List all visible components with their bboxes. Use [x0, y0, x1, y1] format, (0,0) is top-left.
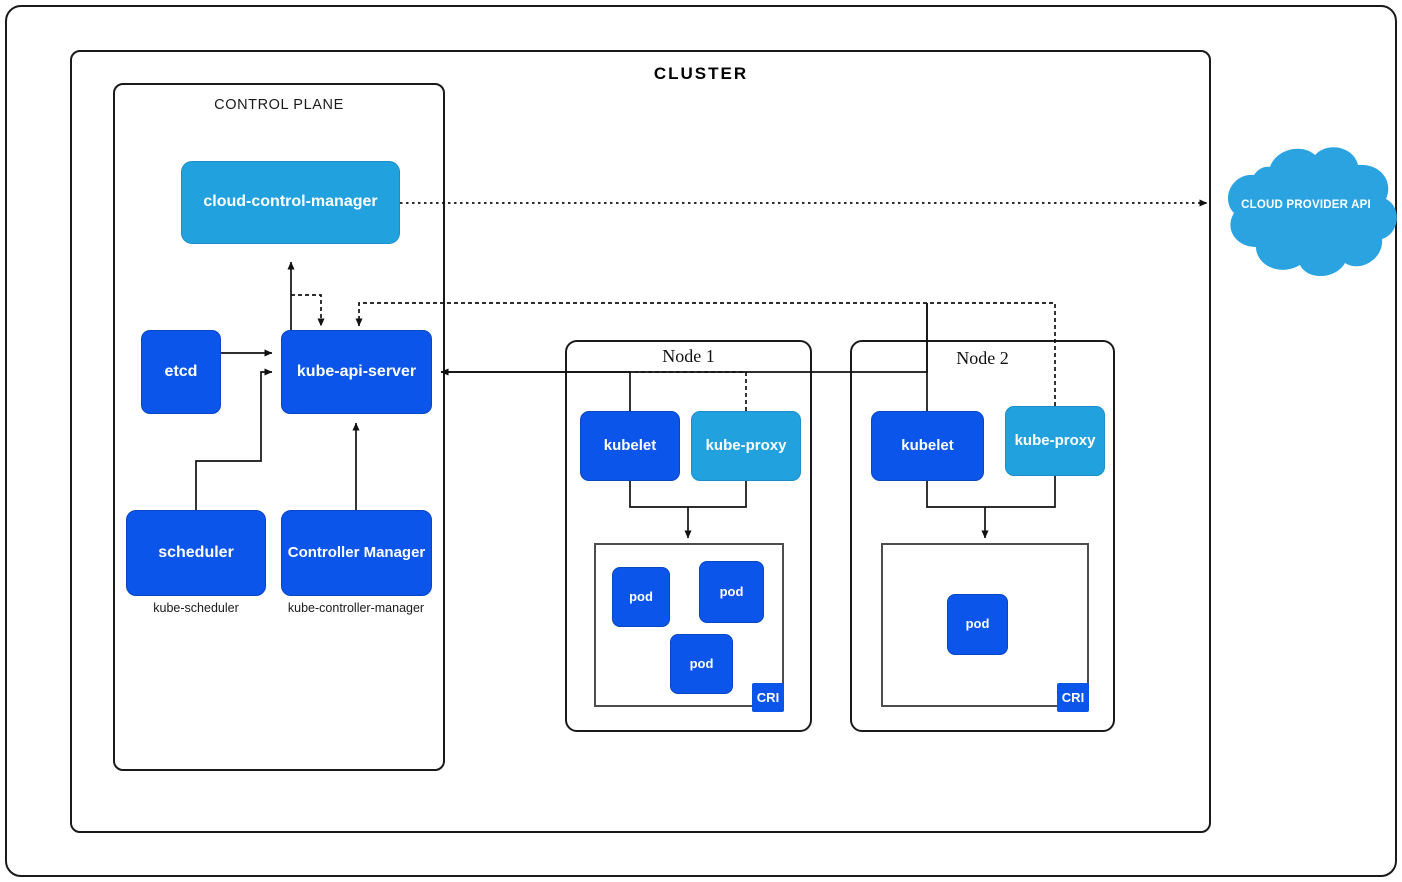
node-1-pod[interactable]: pod [699, 561, 764, 623]
node-1-cri-badge: CRI [752, 683, 784, 712]
kube-api-server-box[interactable]: kube-api-server [281, 330, 432, 414]
node-1-title: Node 1 [662, 346, 715, 366]
control-plane-boundary [113, 83, 445, 771]
node-1-pod[interactable]: pod [670, 634, 733, 694]
node-2-kube-proxy-box[interactable]: kube-proxy [1005, 406, 1105, 476]
node-2-title: Node 2 [956, 348, 1009, 368]
node-2-pod-area [881, 543, 1089, 707]
kube-controller-manager-caption: kube-controller-manager [287, 601, 425, 615]
node-1-kubelet-box[interactable]: kubelet [580, 411, 680, 481]
controller-manager-box[interactable]: Controller Manager [281, 510, 432, 596]
cloud-provider-api-shape[interactable]: CLOUD PROVIDER API [1218, 137, 1402, 283]
kube-scheduler-caption: kube-scheduler [153, 601, 239, 615]
cluster-boundary [70, 50, 1211, 833]
cloud-icon [1227, 147, 1397, 277]
node-1-pod[interactable]: pod [612, 567, 670, 627]
cloud-control-manager-box[interactable]: cloud-control-manager [181, 161, 400, 244]
cluster-title: CLUSTER [653, 64, 749, 83]
outer-frame [5, 5, 1397, 877]
scheduler-box[interactable]: scheduler [126, 510, 266, 596]
node-1-kube-proxy-box[interactable]: kube-proxy [691, 411, 801, 481]
node-1-pod-area [594, 543, 784, 707]
node-2-cri-badge: CRI [1057, 683, 1089, 712]
control-plane-title: CONTROL PLANE [214, 97, 344, 113]
etcd-box[interactable]: etcd [141, 330, 221, 414]
node-2-kubelet-box[interactable]: kubelet [871, 411, 984, 481]
node-2-pod[interactable]: pod [947, 594, 1008, 655]
